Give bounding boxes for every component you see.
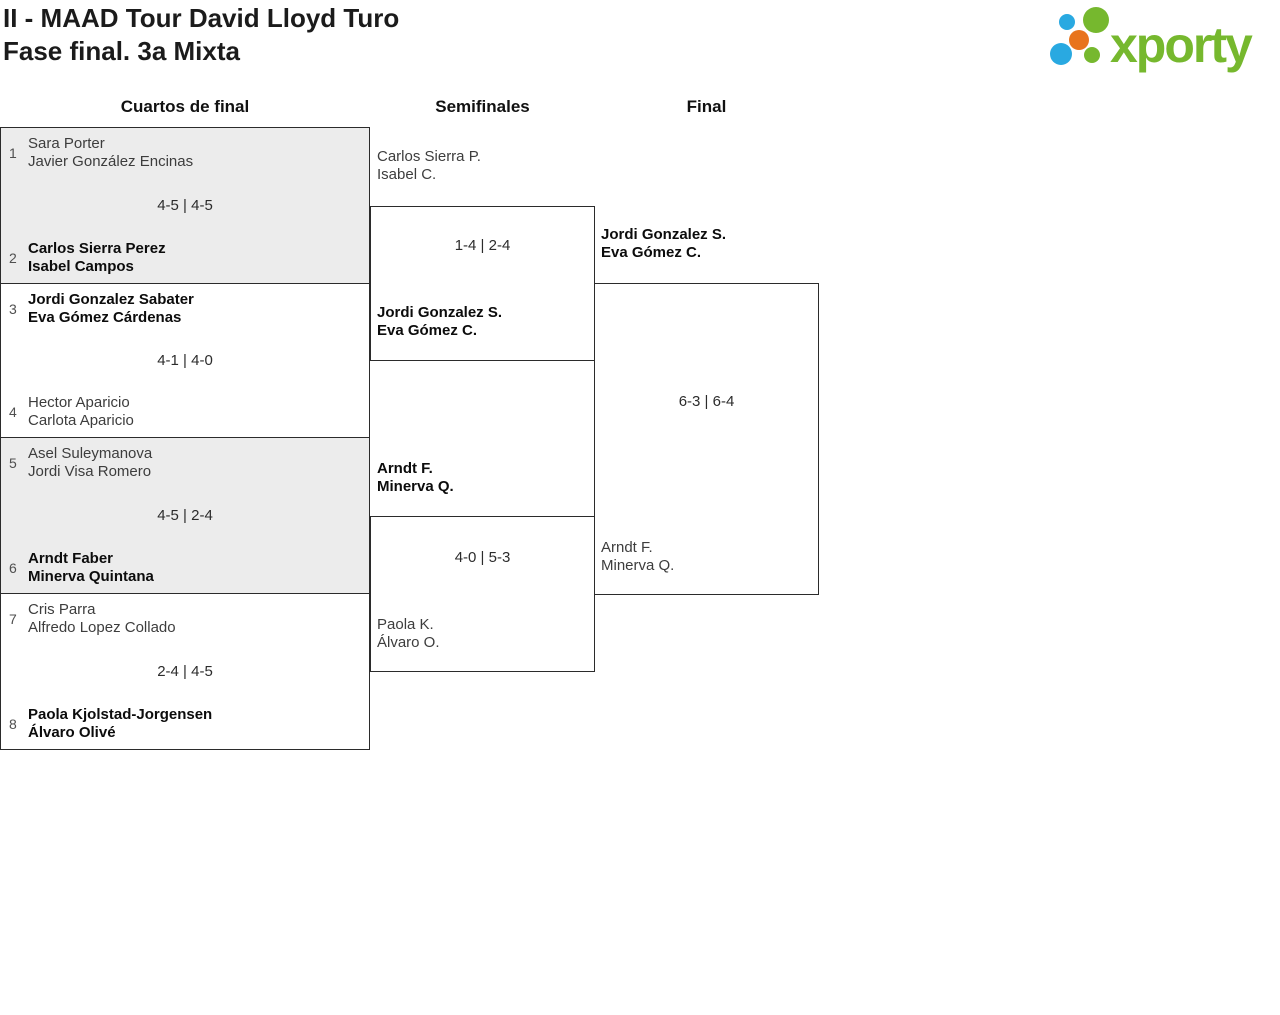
team-entry: 1 Sara Porter Javier González Encinas [1,135,369,171]
logo-dot-icon [1083,7,1109,33]
match-score: 1-4 | 2-4 [454,237,511,254]
player-name: Asel Suleymanova [28,445,153,462]
match-final[interactable] [594,283,819,595]
team-names: Arndt F. Minerva Q. [601,539,674,575]
team-names: Arndt Faber Minerva Quintana [28,550,154,586]
player-name: Alfredo Lopez Collado [28,619,176,636]
seed-number: 2 [9,250,17,266]
player-name: Jordi Gonzalez S. [601,226,727,243]
team-entry: 5 Asel Suleymanova Jordi Visa Romero [1,445,369,481]
team-names: Sara Porter Javier González Encinas [28,135,193,171]
logo-dot-icon [1050,43,1072,65]
player-name: Arndt F. [601,539,653,556]
player-name: Arndt F. [377,460,433,477]
logo-dot-icon [1069,30,1089,50]
page-title: II - MAAD Tour David Lloyd Turo Fase fin… [3,2,399,68]
logo-dot-icon [1059,14,1075,30]
phase-subtitle: Fase final. 3a Mixta [3,36,240,66]
logo-dot-icon [1084,47,1100,63]
team-names: Paola Kjolstad-Jorgensen Álvaro Olivé [28,706,212,742]
team-names: Jordi Gonzalez Sabater Eva Gómez Cárdena… [28,291,194,327]
seed-number: 4 [9,404,17,420]
player-name: Hector Aparicio [28,394,130,411]
match-score: 4-0 | 5-3 [454,549,511,566]
team-names: Jordi Gonzalez S. Eva Gómez C. [377,304,502,340]
player-name: Carlota Aparicio [28,412,134,429]
team-names: Carlos Sierra Perez Isabel Campos [28,240,166,276]
seed-number: 7 [9,611,17,627]
player-name: Carlos Sierra P. [377,148,481,165]
team-names: Carlos Sierra P. Isabel C. [377,148,481,184]
player-name: Isabel C. [377,166,437,183]
team-names: Cris Parra Alfredo Lopez Collado [28,601,176,637]
match-quarterfinal-2[interactable]: 3 Jordi Gonzalez Sabater Eva Gómez Cárde… [0,283,370,438]
player-name: Jordi Gonzalez Sabater [28,291,194,308]
player-name: Paola Kjolstad-Jorgensen [28,706,213,723]
seed-number: 3 [9,301,17,317]
player-name: Javier González Encinas [28,153,194,170]
seed-number: 8 [9,716,17,732]
team-entry: 7 Cris Parra Alfredo Lopez Collado [1,601,369,637]
player-name: Eva Gómez C. [601,244,702,261]
player-name: Álvaro O. [377,634,440,651]
seed-number: 6 [9,560,17,576]
team-names: Asel Suleymanova Jordi Visa Romero [28,445,152,481]
player-name: Isabel Campos [28,258,134,275]
round-header-semifinales: Semifinales [435,97,530,116]
team-entry: 3 Jordi Gonzalez Sabater Eva Gómez Cárde… [1,291,369,327]
player-name: Jordi Gonzalez S. [377,304,503,321]
team-entry: 4 Hector Aparicio Carlota Aparicio [1,394,369,430]
player-name: Carlos Sierra Perez [28,240,166,257]
team-names: Hector Aparicio Carlota Aparicio [28,394,134,430]
seed-number: 5 [9,455,17,471]
logo-wordmark: xporty [1110,17,1253,73]
xporty-logo: xporty [1046,0,1280,80]
team-entry: 2 Carlos Sierra Perez Isabel Campos [1,240,369,276]
player-name: Sara Porter [28,135,105,152]
player-name: Jordi Visa Romero [28,463,152,480]
player-name: Minerva Q. [601,557,675,574]
match-score: 4-5 | 4-5 [157,197,213,214]
match-quarterfinal-1[interactable]: 1 Sara Porter Javier González Encinas 4-… [0,127,370,284]
player-name: Minerva Q. [377,478,454,495]
player-name: Eva Gómez Cárdenas [28,309,182,326]
team-entry: 6 Arndt Faber Minerva Quintana [1,550,369,586]
player-name: Cris Parra [28,601,96,618]
team-names: Arndt F. Minerva Q. [377,460,454,496]
player-name: Álvaro Olivé [28,724,116,741]
match-quarterfinal-4[interactable]: 7 Cris Parra Alfredo Lopez Collado 2-4 |… [0,593,370,750]
player-name: Paola K. [377,616,434,633]
player-name: Minerva Quintana [28,568,154,585]
match-score: 6-3 | 6-4 [678,393,735,410]
team-names: Paola K. Álvaro O. [377,616,440,652]
team-entry: 8 Paola Kjolstad-Jorgensen Álvaro Olivé [1,706,369,742]
seed-number: 1 [9,145,17,161]
round-header-cuartos-de-final: Cuartos de final [120,97,250,116]
team-names: Jordi Gonzalez S. Eva Gómez C. [601,226,726,262]
round-header-final: Final [686,97,727,116]
player-name: Arndt Faber [28,550,114,567]
match-quarterfinal-3[interactable]: 5 Asel Suleymanova Jordi Visa Romero 4-5… [0,437,370,594]
tournament-title: II - MAAD Tour David Lloyd Turo [3,3,400,33]
match-score: 4-1 | 4-0 [157,352,213,369]
player-name: Eva Gómez C. [377,322,478,339]
match-score: 4-5 | 2-4 [157,507,213,524]
match-score: 2-4 | 4-5 [157,663,213,680]
